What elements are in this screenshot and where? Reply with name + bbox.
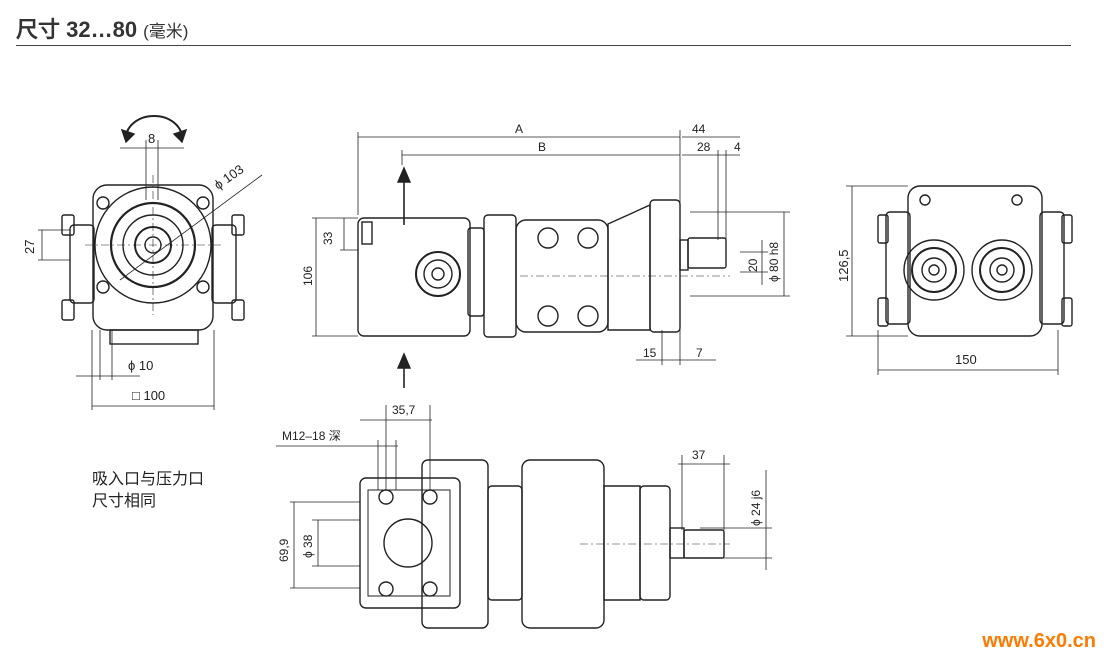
note-text: 吸入口与压力口 尺寸相同 bbox=[92, 468, 204, 512]
bottom-view bbox=[276, 405, 772, 629]
rear-view bbox=[846, 185, 1073, 375]
dim-28: 28 bbox=[697, 140, 711, 154]
dim-8: 8 bbox=[148, 131, 155, 146]
note-line-1: 吸入口与压力口 bbox=[92, 469, 205, 488]
dim-4: 4 bbox=[734, 140, 741, 154]
title-rule bbox=[16, 45, 1071, 46]
dim-24j6: ϕ 24 j6 bbox=[749, 490, 763, 526]
dim-44: 44 bbox=[692, 122, 706, 136]
dim-27: 27 bbox=[22, 240, 37, 254]
title-text: 尺寸 32…80 bbox=[16, 17, 138, 42]
note-line-2: 尺寸相同 bbox=[92, 491, 157, 510]
dim-33: 33 bbox=[321, 231, 335, 245]
watermark: www.6x0.cn bbox=[982, 630, 1096, 652]
dim-106: 106 bbox=[301, 266, 315, 286]
side-view bbox=[312, 130, 790, 388]
dim-103: ϕ 103 bbox=[211, 161, 246, 192]
dim-A: A bbox=[515, 122, 523, 136]
dim-B: B bbox=[538, 140, 546, 154]
dim-20: 20 bbox=[746, 258, 760, 272]
title-unit: (毫米) bbox=[143, 22, 189, 41]
dim-37: 37 bbox=[692, 448, 706, 462]
dim-150: 150 bbox=[955, 352, 977, 367]
dim-80h8: ϕ 80 h8 bbox=[767, 242, 781, 282]
dim-15: 15 bbox=[643, 346, 657, 360]
dim-7: 7 bbox=[696, 346, 703, 360]
dim-38: ϕ 38 bbox=[301, 534, 315, 558]
dim-100: □ 100 bbox=[132, 388, 165, 403]
dim-35-7: 35,7 bbox=[392, 403, 416, 417]
front-view bbox=[38, 115, 263, 410]
thread-label: M12–18 深 bbox=[282, 429, 341, 443]
dim-69-9: 69,9 bbox=[277, 538, 291, 562]
dim-10: ϕ 10 bbox=[128, 358, 153, 373]
dim-126-5: 126,5 bbox=[836, 249, 851, 282]
page-title: 尺寸 32…80 (毫米) bbox=[16, 12, 188, 44]
